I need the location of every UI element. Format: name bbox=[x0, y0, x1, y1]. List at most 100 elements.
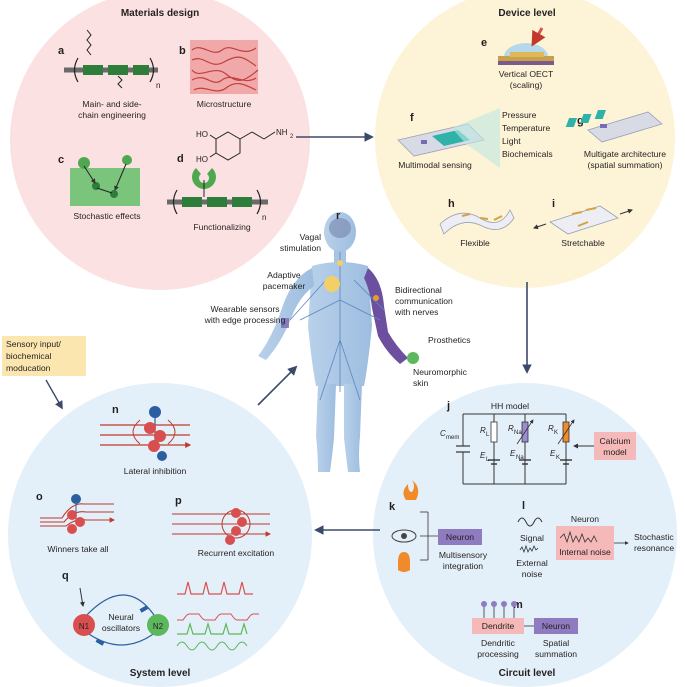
arrow-sensory-input bbox=[45, 379, 63, 410]
circuit-heading: Circuit level bbox=[499, 668, 556, 679]
vagal-line1: Vagal bbox=[300, 232, 321, 242]
panel-i-caption: Stretchable bbox=[561, 238, 605, 248]
panel-d: d HO HO NH 2 n Functionalizing bbox=[167, 128, 294, 232]
panel-k-letter: k bbox=[389, 501, 396, 513]
panel-m: m Dendrite Neuron Dendritic processing S… bbox=[472, 599, 578, 659]
n2-label: N2 bbox=[153, 622, 164, 631]
panel-n-caption: Lateral inhibition bbox=[124, 466, 187, 476]
heart-icon bbox=[324, 276, 340, 292]
stochastic-block bbox=[70, 168, 140, 206]
panel-b-caption: Microstructure bbox=[197, 99, 252, 109]
panel-f-letter: f bbox=[410, 112, 414, 124]
arrow-system-to-body bbox=[257, 365, 298, 406]
panel-i: i Stretchable bbox=[533, 198, 633, 248]
panel-e: e Vertical OECT (scaling) bbox=[481, 27, 554, 90]
dp-line1: Dendritic bbox=[481, 638, 516, 648]
panel-p: p Recurrent excitation bbox=[172, 495, 274, 558]
panel-l-letter: l bbox=[522, 500, 525, 512]
sensory-line2: biochemical bbox=[6, 351, 51, 361]
panel-k: k Neuron Multisensory integration bbox=[389, 480, 488, 572]
skin-line1: Neuromorphic bbox=[413, 367, 468, 377]
system-circle bbox=[8, 383, 312, 687]
materials-circle bbox=[10, 0, 310, 290]
ss-line2: summation bbox=[535, 649, 577, 659]
panel-m-letter: m bbox=[513, 599, 523, 611]
panel-a-sub: n bbox=[156, 81, 160, 90]
panel-c-caption: Stochastic effects bbox=[73, 211, 140, 221]
ena-label: E bbox=[510, 449, 516, 458]
m-neuron-label: Neuron bbox=[542, 621, 570, 631]
panel-a-line1: Main- and side- bbox=[82, 99, 141, 109]
bidirectional-line1: Bidirectional bbox=[395, 285, 442, 295]
device-heading: Device level bbox=[498, 8, 555, 19]
touch-icon bbox=[398, 552, 410, 572]
ss-line1: Spatial bbox=[543, 638, 569, 648]
sensory-input-box bbox=[2, 336, 86, 376]
panel-g-line1: Multigate architecture bbox=[584, 149, 666, 159]
panel-l: l Signal External noise Neuron Internal … bbox=[516, 500, 674, 579]
ek-sub: K bbox=[556, 455, 560, 461]
panel-e-line1: Vertical OECT bbox=[499, 69, 554, 79]
internal-noise-label: Internal noise bbox=[559, 547, 611, 557]
panel-p-caption: Recurrent excitation bbox=[198, 548, 275, 558]
vagal-line2: stimulation bbox=[280, 243, 321, 253]
panel-i-letter: i bbox=[552, 198, 555, 210]
wearable-line1: Wearable sensors bbox=[210, 304, 279, 314]
panel-h-letter: h bbox=[448, 198, 455, 210]
panel-a-line2: chain engineering bbox=[78, 110, 146, 120]
panel-g-line2: (spatial summation) bbox=[588, 160, 663, 170]
ho-label-2: HO bbox=[196, 155, 208, 164]
panel-o-letter: o bbox=[36, 491, 43, 503]
panel-d-caption: Functionalizing bbox=[193, 222, 251, 232]
panel-g-letter: g bbox=[577, 115, 584, 127]
ho-label-1: HO bbox=[196, 130, 208, 139]
sensory-line1: Sensory input/ bbox=[6, 339, 62, 349]
sensing-item-0: Pressure bbox=[502, 110, 537, 120]
panel-d-letter: d bbox=[177, 153, 184, 165]
calcium-line2: model bbox=[603, 447, 626, 457]
eye-icon bbox=[391, 529, 417, 543]
rk-sub: K bbox=[554, 430, 558, 436]
internal-noise-box bbox=[556, 526, 614, 560]
panel-p-letter: p bbox=[175, 495, 182, 507]
panel-g: g Multigate architecture (spatial summat… bbox=[565, 110, 666, 170]
panel-e-line2: (scaling) bbox=[510, 80, 543, 90]
system-heading: System level bbox=[130, 668, 191, 679]
oscillator-n1 bbox=[73, 614, 95, 636]
panel-q: q N1 N2 Neural oscillators bbox=[62, 570, 259, 651]
el-sub: L bbox=[486, 457, 490, 463]
pacemaker-line1: Adaptive bbox=[267, 270, 301, 280]
panel-a-letter: a bbox=[58, 45, 65, 57]
sensing-item-3: Biochemicals bbox=[502, 149, 553, 159]
k-neuron-box bbox=[438, 529, 482, 545]
sensing-item-1: Temperature bbox=[502, 123, 550, 133]
k-neuron-label: Neuron bbox=[446, 532, 474, 542]
panel-c: c Stochastic effects bbox=[58, 154, 141, 221]
panel-b-letter: b bbox=[179, 45, 186, 57]
dp-line2: processing bbox=[477, 649, 519, 659]
m-neuron-box bbox=[534, 618, 578, 634]
panel-q-line1: Neural bbox=[108, 612, 133, 622]
panel-q-letter: q bbox=[62, 570, 69, 582]
l-neuron-label: Neuron bbox=[571, 514, 599, 524]
panel-o-caption: Winners take all bbox=[47, 544, 108, 554]
el-label: E bbox=[480, 451, 486, 460]
cmem-label: C bbox=[440, 429, 446, 438]
panel-b: b Microstructure bbox=[179, 40, 259, 109]
ek-label: E bbox=[550, 449, 556, 458]
materials-heading: Materials design bbox=[121, 8, 199, 19]
n1-label: N1 bbox=[79, 622, 90, 631]
ena-sub: Na bbox=[516, 455, 524, 461]
pacemaker-line2: pacemaker bbox=[263, 281, 306, 291]
panel-n-letter: n bbox=[112, 404, 119, 416]
calcium-model-box bbox=[594, 432, 636, 460]
dendrite-box bbox=[472, 618, 524, 634]
panel-j: j HH model C mem R L E L R Na E Na bbox=[440, 400, 636, 485]
panel-h: h Flexible bbox=[439, 198, 515, 248]
oscillator-n2 bbox=[147, 614, 169, 636]
bidirectional-line2: communication bbox=[395, 296, 453, 306]
panel-k-line2: integration bbox=[443, 561, 483, 571]
stochastic-line1: Stochastic bbox=[634, 532, 674, 542]
panel-h-caption: Flexible bbox=[460, 238, 490, 248]
panel-q-line2: oscillators bbox=[102, 623, 140, 633]
